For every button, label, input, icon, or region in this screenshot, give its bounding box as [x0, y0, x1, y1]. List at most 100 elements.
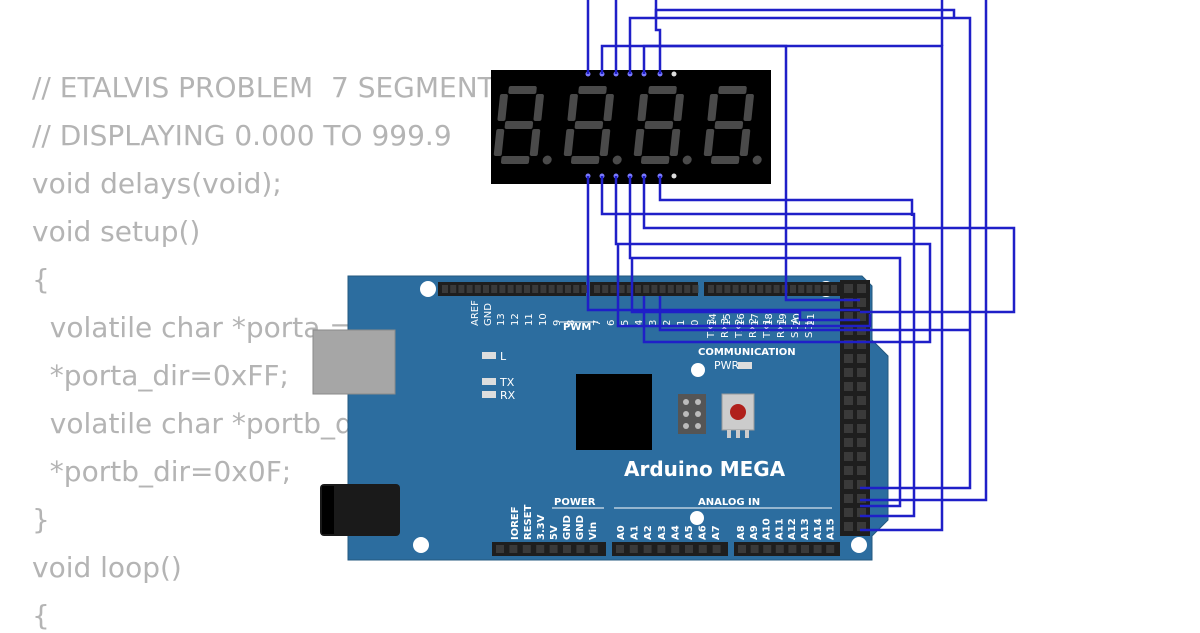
- pin-socket[interactable]: [616, 545, 624, 553]
- pin-socket[interactable]: [844, 494, 853, 503]
- pin-socket[interactable]: [548, 285, 555, 293]
- power-header[interactable]: [492, 542, 606, 556]
- pin-socket[interactable]: [573, 285, 580, 293]
- pin-socket[interactable]: [659, 285, 666, 293]
- seven-segment-display[interactable]: [491, 70, 771, 184]
- pin-socket[interactable]: [712, 545, 721, 553]
- pin-socket[interactable]: [532, 285, 539, 293]
- pin-socket[interactable]: [684, 285, 691, 293]
- pin-socket[interactable]: [496, 545, 504, 553]
- pin-socket[interactable]: [806, 285, 813, 293]
- pin-socket[interactable]: [773, 285, 780, 293]
- pin-socket[interactable]: [844, 466, 853, 475]
- pin-socket[interactable]: [466, 285, 473, 293]
- analog-header-2[interactable]: [734, 542, 840, 556]
- pin-socket[interactable]: [814, 285, 821, 293]
- pin-socket[interactable]: [458, 285, 465, 293]
- bottom-pin-sockets[interactable]: [496, 545, 835, 553]
- pin-socket[interactable]: [581, 285, 588, 293]
- reset-button-cap[interactable]: [730, 404, 746, 420]
- pin-socket[interactable]: [576, 545, 585, 553]
- digital-pin-sockets[interactable]: [442, 285, 837, 293]
- digital-double-header[interactable]: [840, 280, 870, 536]
- pin-socket[interactable]: [524, 285, 530, 293]
- pin-socket[interactable]: [740, 285, 747, 293]
- pin-socket[interactable]: [857, 284, 866, 293]
- analog-header-1[interactable]: [612, 542, 728, 556]
- pin-socket[interactable]: [788, 545, 797, 553]
- pin-socket[interactable]: [844, 438, 853, 447]
- pin-socket[interactable]: [618, 285, 625, 293]
- pin-socket[interactable]: [857, 340, 866, 349]
- pin-socket[interactable]: [844, 312, 853, 321]
- pin-socket[interactable]: [831, 285, 837, 293]
- pin-socket[interactable]: [594, 285, 600, 293]
- double-header-sockets[interactable]: [844, 284, 866, 531]
- pin-socket[interactable]: [602, 285, 609, 293]
- pin-socket[interactable]: [556, 285, 563, 293]
- pin-socket[interactable]: [765, 285, 772, 293]
- pin-socket[interactable]: [685, 545, 693, 553]
- pin-socket[interactable]: [536, 545, 545, 553]
- pin-socket[interactable]: [857, 298, 866, 307]
- pin-socket[interactable]: [635, 285, 641, 293]
- pin-socket[interactable]: [522, 545, 531, 553]
- pin-socket[interactable]: [844, 508, 853, 517]
- pin-socket[interactable]: [844, 522, 853, 531]
- pin-socket[interactable]: [629, 545, 638, 553]
- pin-socket[interactable]: [515, 285, 522, 293]
- pin-socket[interactable]: [708, 285, 714, 293]
- pin-socket[interactable]: [499, 285, 506, 293]
- pin-socket[interactable]: [844, 382, 853, 391]
- pin-socket[interactable]: [565, 285, 571, 293]
- pin-socket[interactable]: [643, 545, 652, 553]
- pin-socket[interactable]: [844, 480, 853, 489]
- pin-socket[interactable]: [857, 312, 866, 321]
- pin-socket[interactable]: [844, 452, 853, 461]
- pin-socket[interactable]: [844, 298, 853, 307]
- pin-socket[interactable]: [626, 285, 633, 293]
- pin-socket[interactable]: [549, 545, 558, 553]
- pin-socket[interactable]: [857, 424, 866, 433]
- pin-socket[interactable]: [857, 410, 866, 419]
- pin-socket[interactable]: [844, 396, 853, 405]
- pin-socket[interactable]: [822, 285, 829, 293]
- pin-socket[interactable]: [857, 466, 866, 475]
- pin-socket[interactable]: [857, 494, 866, 503]
- pin-socket[interactable]: [491, 285, 498, 293]
- pin-socket[interactable]: [844, 284, 853, 293]
- pin-socket[interactable]: [844, 340, 853, 349]
- pin-socket[interactable]: [844, 354, 853, 363]
- pin-socket[interactable]: [801, 545, 809, 553]
- pin-socket[interactable]: [857, 452, 866, 461]
- pin-socket[interactable]: [651, 285, 658, 293]
- pin-socket[interactable]: [563, 545, 571, 553]
- pin-socket[interactable]: [813, 545, 822, 553]
- pin-socket[interactable]: [698, 545, 707, 553]
- pin-socket[interactable]: [667, 285, 674, 293]
- pin-socket[interactable]: [474, 285, 481, 293]
- pin-socket[interactable]: [676, 285, 682, 293]
- pin-socket[interactable]: [732, 285, 739, 293]
- pin-socket[interactable]: [857, 480, 866, 489]
- pin-socket[interactable]: [509, 545, 518, 553]
- pin-socket[interactable]: [790, 285, 796, 293]
- pin-socket[interactable]: [798, 285, 805, 293]
- pin-socket[interactable]: [716, 285, 723, 293]
- pin-socket[interactable]: [610, 285, 617, 293]
- pin-socket[interactable]: [857, 368, 866, 377]
- pin-socket[interactable]: [507, 285, 514, 293]
- pin-socket[interactable]: [763, 545, 772, 553]
- pin-socket[interactable]: [844, 424, 853, 433]
- pin-socket[interactable]: [844, 410, 853, 419]
- pin-socket[interactable]: [775, 545, 784, 553]
- pin-socket[interactable]: [738, 545, 746, 553]
- pin-socket[interactable]: [857, 522, 866, 531]
- pin-socket[interactable]: [540, 285, 547, 293]
- pin-socket[interactable]: [657, 545, 666, 553]
- pin-socket[interactable]: [483, 285, 489, 293]
- pin-socket[interactable]: [442, 285, 448, 293]
- pin-socket[interactable]: [724, 285, 731, 293]
- pin-socket[interactable]: [857, 396, 866, 405]
